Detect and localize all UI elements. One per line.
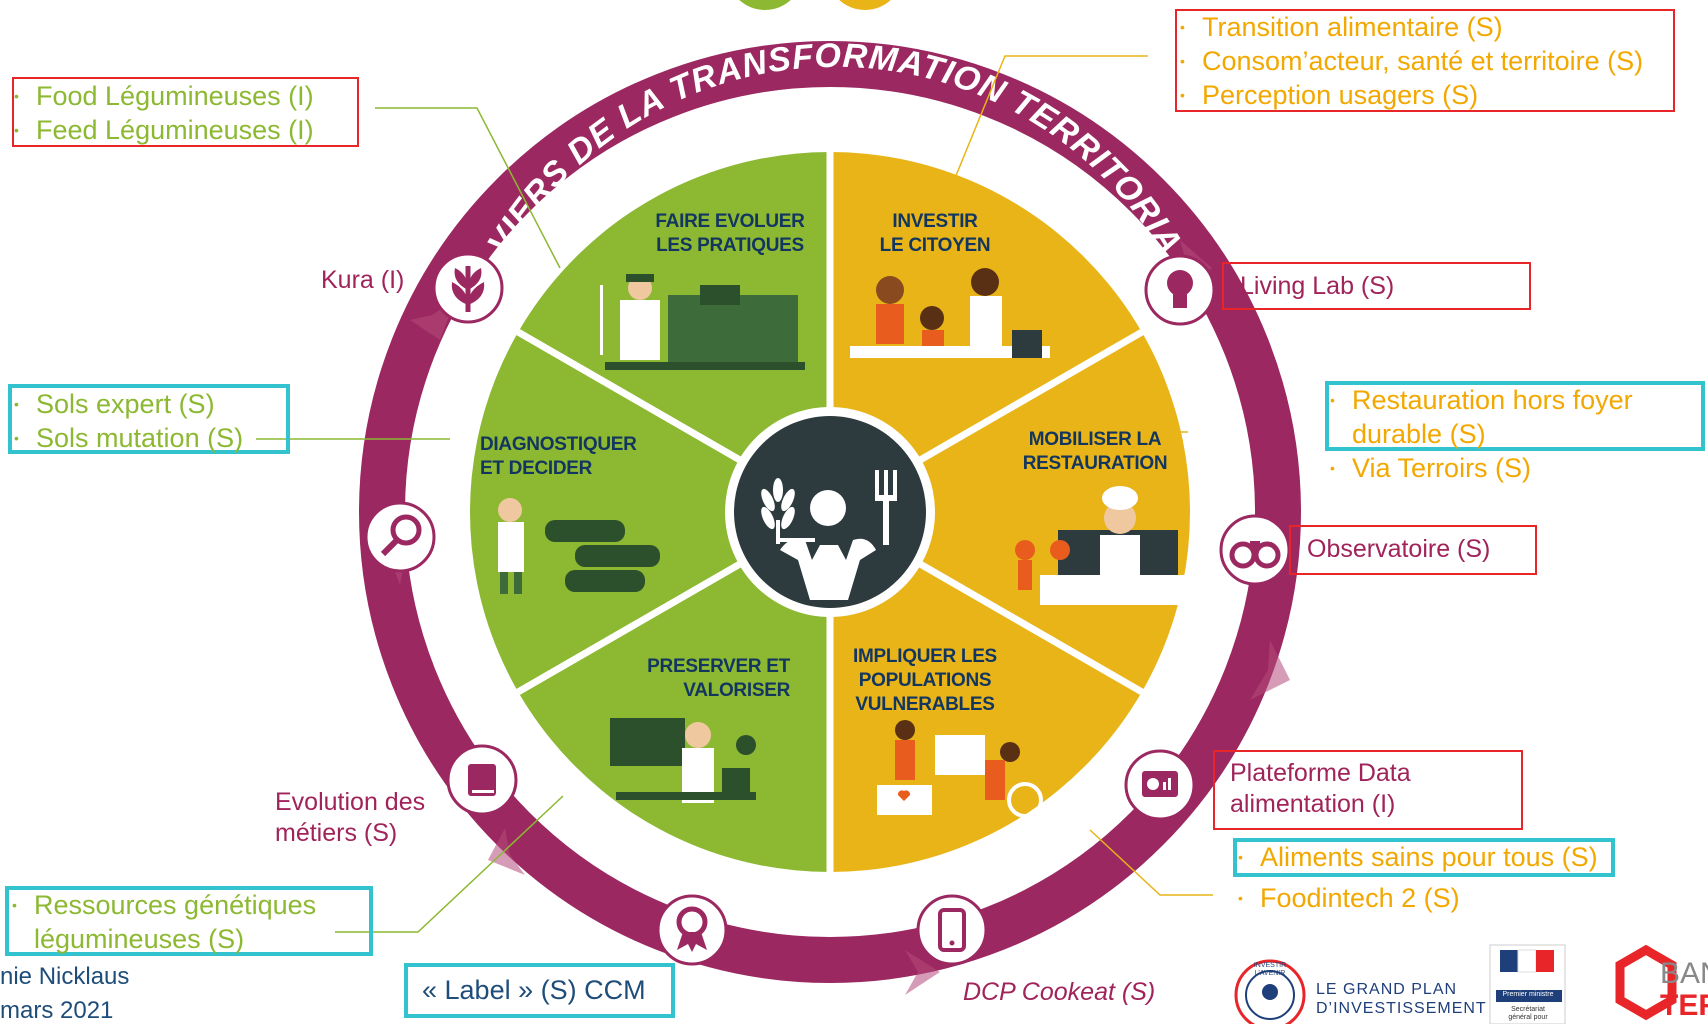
leaf-icon bbox=[432, 252, 504, 324]
list-item: •Feed Légumineuses (I) bbox=[14, 115, 314, 145]
list-item: durable (S) bbox=[1352, 419, 1486, 449]
award-badge-icon bbox=[656, 894, 728, 966]
list-item: •Aliments sains pour tous (S) bbox=[1238, 842, 1598, 872]
list-item: •Via Terroirs (S) bbox=[1330, 453, 1532, 483]
label-box bbox=[404, 963, 675, 1018]
dashboard-icon bbox=[1124, 749, 1196, 821]
gpi-seal-text: INVESTIR L’AVENIR bbox=[1253, 962, 1287, 978]
observatoire-label: Observatoire (S) bbox=[1307, 535, 1491, 563]
banque-text: BANTER bbox=[1660, 957, 1708, 1022]
smartphone-icon bbox=[916, 894, 988, 966]
food-feed-box bbox=[12, 77, 359, 147]
farmer-icon bbox=[600, 274, 805, 370]
transition-box bbox=[1175, 9, 1675, 112]
gpi-logo bbox=[1234, 959, 1306, 1024]
label-ccm: « Label » (S) CCM bbox=[422, 975, 646, 1005]
ressources-box bbox=[5, 886, 373, 956]
magnifier-icon bbox=[364, 501, 436, 573]
list-item: •Transition alimentaire (S) bbox=[1180, 12, 1503, 42]
ressources-list: •Ressources génétiques légumineuses (S) bbox=[12, 888, 316, 956]
author-date: mars 2021 bbox=[0, 997, 114, 1024]
list-item: •Sols mutation (S) bbox=[14, 423, 244, 453]
person-wheat-fork-icon bbox=[761, 470, 897, 600]
list-item: légumineuses (S) bbox=[34, 924, 245, 954]
rf-ministre: Premier ministre bbox=[1502, 991, 1554, 998]
family-cooking-icon bbox=[850, 268, 1050, 358]
kura-label: Kura (I) bbox=[321, 266, 405, 294]
food-feed-list: •Food Légumineuses (I) •Feed Légumineuse… bbox=[14, 79, 314, 147]
transition-list: •Transition alimentaire (S) •Consom’acte… bbox=[1180, 10, 1643, 112]
top-green-circle bbox=[739, 0, 791, 10]
ring-icons bbox=[364, 252, 1291, 966]
book-icon bbox=[446, 744, 518, 816]
list-item: •Perception usagers (S) bbox=[1180, 80, 1479, 110]
plateforme-box bbox=[1213, 750, 1523, 830]
top-yellow-circle bbox=[839, 0, 891, 10]
restauration-list: •Restauration hors foyer durable (S) •Vi… bbox=[1330, 383, 1633, 485]
banque-territoires-logo bbox=[1615, 944, 1677, 1021]
scientist-icon bbox=[610, 718, 756, 803]
chef-icon bbox=[1015, 486, 1190, 605]
sols-list: •Sols expert (S) •Sols mutation (S) bbox=[14, 387, 243, 455]
author-name: nie Nicklaus bbox=[0, 963, 130, 990]
vulnerable-people-icon bbox=[877, 720, 1043, 818]
dcp-label: DCP Cookeat (S) bbox=[963, 978, 1156, 1006]
binoculars-icon bbox=[1219, 514, 1291, 586]
list-item: •Foodintech 2 (S) bbox=[1238, 883, 1460, 913]
aliments-list: •Aliments sains pour tous (S) •Foodintec… bbox=[1238, 840, 1598, 915]
living-lab-box bbox=[1222, 262, 1531, 310]
list-item: •Sols expert (S) bbox=[14, 389, 215, 419]
list-item: •Food Légumineuses (I) bbox=[14, 81, 314, 111]
list-item: •Consom’acteur, santé et territoire (S) bbox=[1180, 46, 1644, 76]
list-item: •Ressources génétiques bbox=[12, 890, 317, 920]
lightbulb-icon bbox=[1144, 254, 1216, 326]
republique-francaise-logo bbox=[1489, 944, 1566, 1024]
aliments-box bbox=[1233, 838, 1615, 877]
doctor-field-icon bbox=[498, 498, 660, 594]
sols-box bbox=[8, 384, 290, 454]
observatoire-box bbox=[1289, 525, 1537, 575]
living-lab-label: Living Lab (S) bbox=[1240, 272, 1395, 300]
restauration-box bbox=[1325, 381, 1705, 451]
list-item: •Restauration hors foyer bbox=[1330, 385, 1633, 415]
leader-lines-yellow bbox=[954, 55, 1213, 896]
